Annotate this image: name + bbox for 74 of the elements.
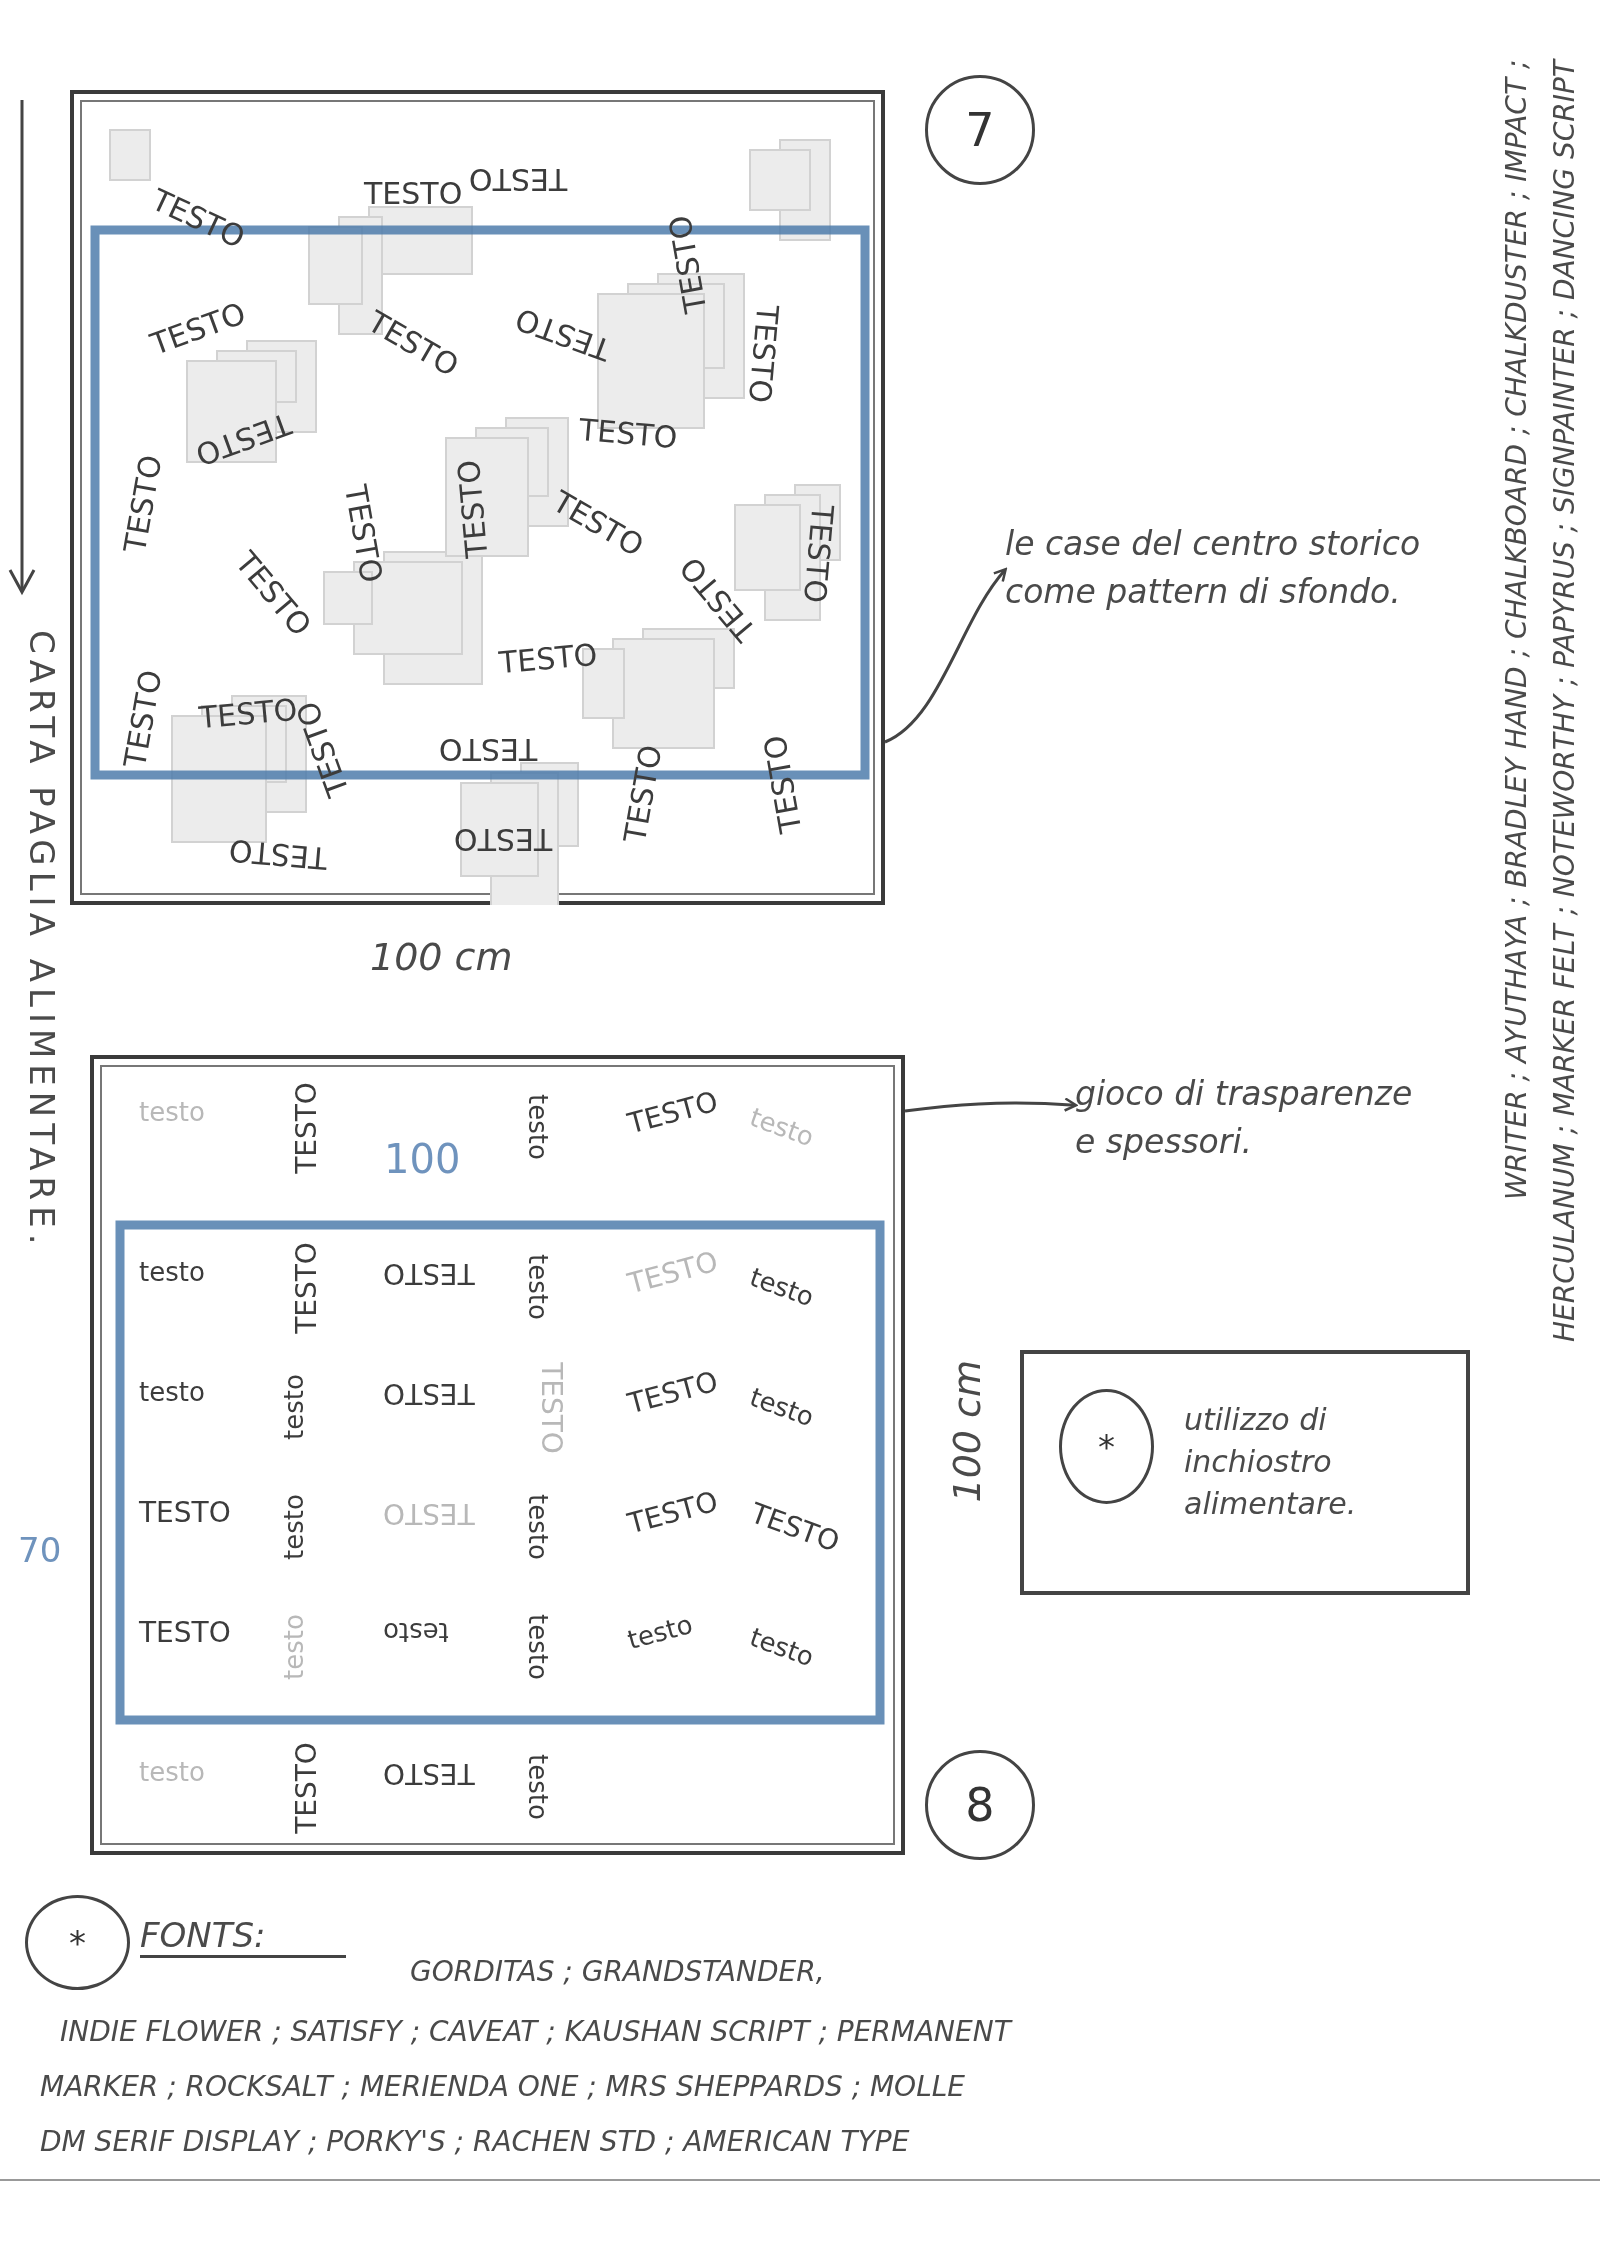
pattern-text: TESTO bbox=[469, 164, 568, 194]
pattern-text: testo bbox=[139, 1759, 205, 1785]
pattern-text: TESTO bbox=[292, 1742, 321, 1834]
pattern-text: TESTO bbox=[292, 1242, 321, 1334]
pattern-text: testo bbox=[139, 1379, 205, 1405]
pattern-text: testo bbox=[524, 1754, 551, 1820]
arrow bbox=[904, 1097, 1078, 1113]
pattern-text: TESTO bbox=[383, 1759, 475, 1787]
pattern-text: testo bbox=[139, 1259, 205, 1285]
pattern-text: TESTO bbox=[383, 1379, 475, 1407]
dimension-label: 100 cm bbox=[945, 1360, 989, 1503]
pattern-text: TESTO bbox=[292, 1082, 321, 1174]
pattern-text: TESTO bbox=[146, 298, 250, 360]
pattern-text: TESTO bbox=[624, 1087, 721, 1139]
font-list-line: DM SERIF DISPLAY ; PORKY'S ; RACHEN STD ; AMERICAN TYPE bbox=[40, 2125, 910, 2158]
panel-number: 7 bbox=[925, 75, 1035, 185]
pattern-text: testo bbox=[746, 1263, 818, 1311]
pattern-text: TESTO bbox=[798, 503, 838, 605]
pattern-text: TESTO bbox=[139, 1619, 231, 1647]
pattern-text: TESTO bbox=[139, 1499, 231, 1527]
package-panel bbox=[90, 1055, 905, 1855]
pattern-text: testo bbox=[746, 1383, 818, 1431]
pattern-text: testo bbox=[524, 1614, 551, 1680]
pattern-text: testo bbox=[280, 1374, 307, 1440]
pattern-text: TESTO bbox=[536, 1362, 565, 1454]
panel-number: 8 bbox=[925, 1750, 1035, 1860]
pattern-text: testo bbox=[624, 1610, 696, 1654]
arrow bbox=[884, 567, 1007, 744]
pattern-text: TESTO bbox=[577, 414, 679, 454]
pattern-text: testo bbox=[383, 1619, 449, 1645]
pattern-text: TESTO bbox=[743, 303, 783, 405]
pattern-text: testo bbox=[280, 1614, 307, 1680]
font-list-line: MARKER ; ROCKSALT ; MERIENDA ONE ; MRS SHEPPARDS ; MOLLE bbox=[40, 2070, 966, 2103]
font-list-line: GORDITAS ; GRANDSTANDER, bbox=[410, 1955, 825, 1988]
pattern-text: testo bbox=[746, 1103, 818, 1151]
pattern-text: TESTO bbox=[439, 734, 538, 764]
pattern-text: TESTO bbox=[759, 733, 807, 835]
pattern-text: TESTO bbox=[453, 458, 493, 560]
dimension-label: 70 bbox=[18, 1530, 62, 1570]
pattern-text: TESTO bbox=[364, 179, 463, 209]
pattern-text: testo bbox=[524, 1254, 551, 1320]
font-list-line: HERCULANUM ; MARKER FELT ; NOTEWORTHY ; PAPYRUS ; SIGNPAINTER ; DANCING SCRIPT bbox=[1548, 60, 1581, 1344]
pattern-text: testo bbox=[280, 1494, 307, 1560]
section-heading: FONTS: bbox=[140, 1915, 346, 1958]
pattern-text: testo bbox=[524, 1094, 551, 1160]
pattern-text: testo bbox=[524, 1494, 551, 1560]
pattern-text: testo bbox=[746, 1623, 818, 1671]
pattern-text: TESTO bbox=[197, 694, 299, 734]
note-box bbox=[1020, 1350, 1470, 1595]
font-list-line: INDIE FLOWER ; SATISFY ; CAVEAT ; KAUSHAN SCRIPT ; PERMANENT bbox=[60, 2015, 1011, 2048]
note-text: utilizzo di inchiostro alimentare. bbox=[1184, 1401, 1358, 1523]
pattern-text: TESTO bbox=[339, 483, 387, 585]
dimension-label: 100 bbox=[384, 1139, 461, 1179]
note-text: le case del centro storico come pattern di sfondo. bbox=[1005, 523, 1422, 613]
asterisk-mark: * bbox=[25, 1895, 130, 1990]
pattern-text: TESTO bbox=[227, 834, 329, 874]
dimension-label: 100 cm bbox=[370, 935, 513, 979]
font-list-line: WRITER ; AYUTHAYA ; BRADLEY HAND ; CHALKBOARD ; CHALKDUSTER ; IMPACT ; bbox=[1500, 60, 1533, 1203]
pattern-text: TESTO bbox=[619, 743, 667, 845]
pattern-text: testo bbox=[139, 1099, 205, 1125]
asterisk-mark: * bbox=[1059, 1389, 1154, 1504]
note-text: gioco di trasparenze e spessori. bbox=[1075, 1073, 1414, 1163]
pattern-text: TESTO bbox=[119, 668, 167, 770]
pattern-text: TESTO bbox=[454, 824, 553, 854]
pattern-text: TESTO bbox=[383, 1259, 475, 1287]
pattern-text: TESTO bbox=[497, 639, 599, 679]
material-note: CARTA PAGLIA ALIMENTARE. bbox=[22, 630, 62, 1251]
pattern-text: TESTO bbox=[624, 1367, 721, 1419]
pattern-text: TESTO bbox=[191, 408, 295, 470]
pattern-text: TESTO bbox=[119, 453, 167, 555]
pattern-text: TESTO bbox=[383, 1499, 475, 1527]
pattern-text: TESTO bbox=[624, 1487, 721, 1539]
pattern-text: TESTO bbox=[664, 213, 712, 315]
pattern-text: TESTO bbox=[624, 1247, 721, 1299]
